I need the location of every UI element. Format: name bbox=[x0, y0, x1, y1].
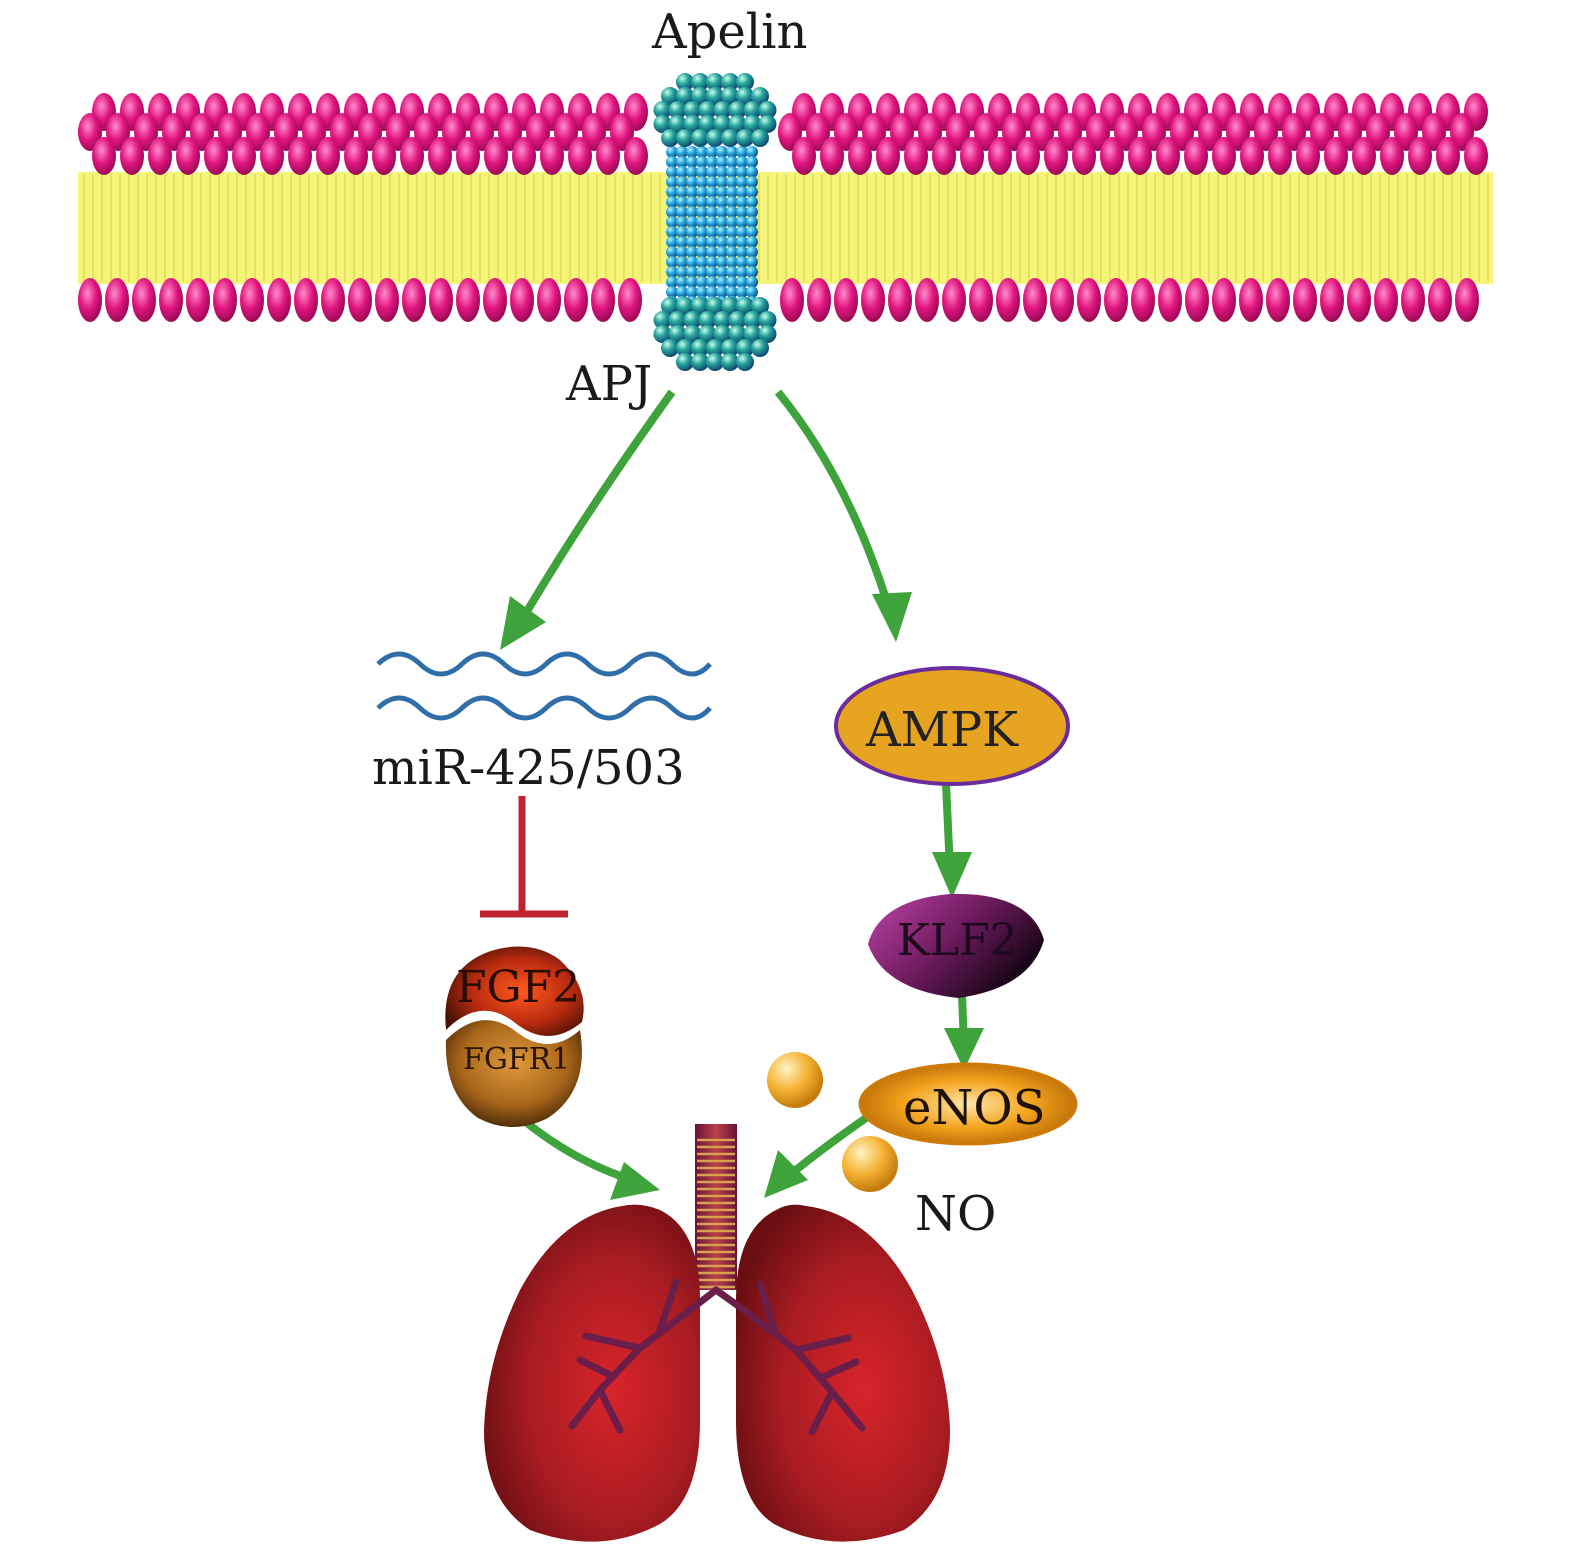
fgfr1-label: FGFR1 bbox=[463, 1042, 571, 1077]
lipid-heads-inner bbox=[78, 278, 1479, 322]
arrowhead-enos-to-lung bbox=[764, 1150, 808, 1198]
ampk-label: AMPK bbox=[866, 702, 1018, 758]
arrow-fgf-to-lung bbox=[513, 1110, 634, 1184]
no-label: NO bbox=[915, 1186, 997, 1242]
mirna-strands bbox=[376, 651, 712, 721]
klf2-label: KLF2 bbox=[897, 915, 1018, 966]
apj-receptor bbox=[653, 73, 777, 371]
arrowhead-apj-to-mir bbox=[500, 596, 546, 650]
enos-node bbox=[858, 1062, 1078, 1146]
arrowhead-apj-to-ampk bbox=[872, 592, 912, 642]
arrowhead-fgf-to-lung bbox=[610, 1162, 660, 1200]
lipid-heads-outer bbox=[78, 93, 1488, 175]
no-sphere-2 bbox=[842, 1136, 898, 1192]
klf2-node bbox=[868, 893, 1044, 998]
bronchi bbox=[568, 1278, 866, 1436]
apelin-label: Apelin bbox=[652, 4, 808, 60]
no-sphere-1 bbox=[767, 1052, 823, 1108]
fgf2-fgfr1-complex bbox=[445, 946, 584, 1127]
lungs bbox=[484, 1124, 950, 1542]
arrow-apj-to-ampk bbox=[774, 389, 894, 614]
left-lung bbox=[484, 1204, 700, 1542]
arrow-apj-to-mir bbox=[512, 389, 676, 633]
trachea bbox=[695, 1124, 737, 1290]
arrowhead-klf2-to-enos bbox=[944, 1028, 984, 1070]
trachea-rings bbox=[697, 1138, 735, 1289]
inhibition-mir-fgf2 bbox=[480, 796, 568, 918]
fgfr1-node bbox=[445, 1020, 582, 1127]
enos-label: eNOS bbox=[903, 1080, 1046, 1136]
fgf2-node bbox=[445, 946, 584, 1036]
ampk-node bbox=[834, 666, 1070, 786]
apj-label: APJ bbox=[566, 356, 653, 412]
right-lung bbox=[736, 1204, 950, 1542]
mir-label: miR-425/503 bbox=[372, 740, 685, 796]
arrowhead-ampk-to-klf2 bbox=[932, 852, 972, 898]
cell-membrane bbox=[78, 93, 1493, 322]
fgf2-label: FGF2 bbox=[456, 962, 581, 1013]
